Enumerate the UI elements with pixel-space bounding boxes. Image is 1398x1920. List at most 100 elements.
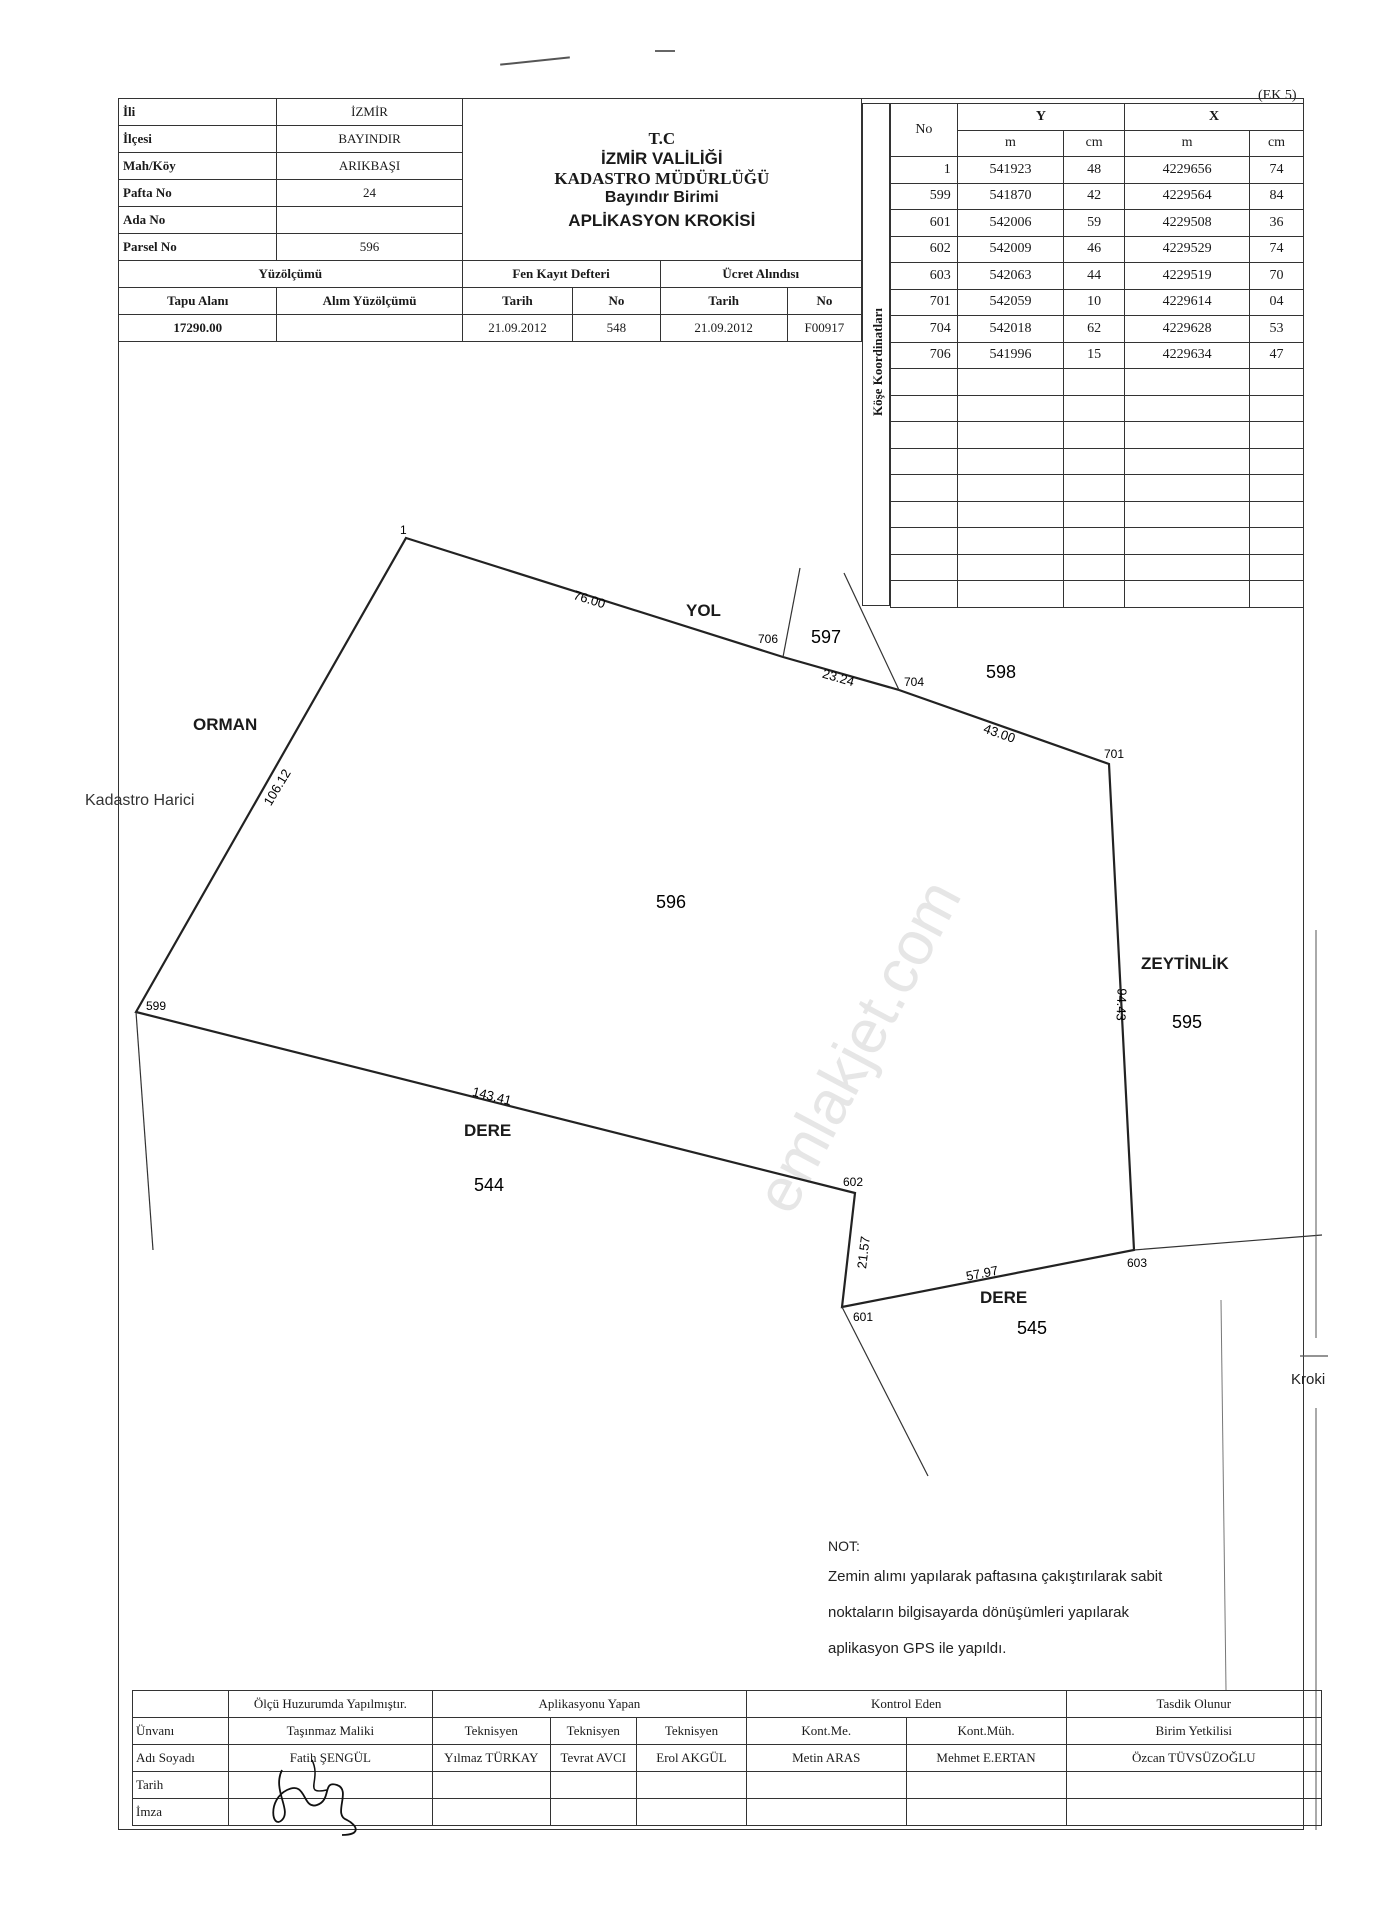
- org-block: T.C İZMİR VALİLİĞİ KADASTRO MÜDÜRLÜĞÜ Ba…: [461, 98, 863, 261]
- boundary-line: [135, 1011, 154, 1251]
- yuzolcumu-header: Yüzölçümü: [118, 260, 463, 288]
- coord-x-m-value: 4229508: [1124, 209, 1251, 237]
- coord-x-cm-value: 53: [1249, 315, 1304, 343]
- row-tarih: Tarih: [132, 1771, 229, 1799]
- fen-no-value: 548: [572, 314, 661, 342]
- scan-mark: [655, 50, 675, 52]
- coord-point-no: 706: [890, 341, 958, 369]
- point-704: 704: [904, 675, 924, 689]
- coords-side-box: Köşe Koordinatları: [862, 103, 890, 606]
- coord-point-no: 602: [890, 235, 958, 263]
- label-ilce: İlçesi: [117, 125, 278, 153]
- coord-point-no: 701: [890, 288, 958, 316]
- ucret-no-value: F00917: [786, 314, 863, 342]
- corner-cell: [132, 1690, 229, 1718]
- label-dere-1: DERE: [464, 1121, 512, 1140]
- coord-y-m-value: 541923: [956, 156, 1065, 184]
- org-mudurluk: KADASTRO MÜDÜRLÜĞÜ: [554, 168, 770, 188]
- title-birim-yetkilisi: Birim Yetkilisi: [1065, 1717, 1322, 1745]
- coord-x-cm-value: 74: [1249, 156, 1304, 184]
- parcel-outline: [134, 536, 1136, 1309]
- name-kontme: Metin ARAS: [745, 1744, 907, 1772]
- coord-y-m-value: 542018: [956, 315, 1065, 343]
- name-malik: Fatih ŞENGÜL: [227, 1744, 433, 1772]
- coord-y-cm-value: 42: [1063, 182, 1126, 210]
- name-teknisyen-1: Yılmaz TÜRKAY: [431, 1744, 551, 1772]
- title-kontmuh: Kont.Müh.: [905, 1717, 1067, 1745]
- point-601: 601: [853, 1310, 873, 1324]
- neighbor-545: 545: [1017, 1318, 1047, 1338]
- title-teknisyen-1: Teknisyen: [431, 1717, 551, 1745]
- neighbor-598: 598: [986, 662, 1016, 682]
- boundary-line: [843, 572, 900, 691]
- coord-x-header: X: [1124, 103, 1304, 131]
- coord-y-m: m: [956, 129, 1065, 157]
- name-teknisyen-2: Tevrat AVCI: [549, 1744, 638, 1772]
- coord-x-cm-value: 84: [1249, 182, 1304, 210]
- ek-label: (EK 5): [1258, 88, 1297, 103]
- org-krokisi: APLİKASYON KROKİSİ: [568, 210, 756, 230]
- point-603: 603: [1127, 1256, 1147, 1270]
- label-ada: Ada No: [117, 206, 278, 234]
- value-il: İZMİR: [276, 98, 463, 126]
- coord-y-cm-value: 48: [1063, 156, 1126, 184]
- ucret-tarih-value: 21.09.2012: [659, 314, 788, 342]
- distance-602-601: 21.57: [854, 1235, 873, 1269]
- coord-y-m-value: 542063: [956, 262, 1065, 290]
- note-title: NOT:: [828, 1538, 860, 1554]
- kadastro-harici-label: Kadastro Harici: [85, 792, 194, 809]
- coord-x-cm-value: 04: [1249, 288, 1304, 316]
- coord-x-m: m: [1124, 129, 1251, 157]
- coord-point-no: 601: [890, 209, 958, 237]
- coord-x-cm: cm: [1249, 129, 1304, 157]
- label-orman: ORMAN: [193, 715, 258, 734]
- coord-y-cm-value: 10: [1063, 288, 1126, 316]
- point-602: 602: [843, 1175, 863, 1189]
- title-teknisyen-2: Teknisyen: [549, 1717, 638, 1745]
- document-frame: [118, 98, 1304, 1830]
- group-tasdik: Tasdik Olunur: [1065, 1690, 1322, 1718]
- distance-1-599: 106.12: [260, 766, 293, 808]
- distance-704-701: 43.00: [982, 721, 1018, 746]
- coord-y-m-value: 541996: [956, 341, 1065, 369]
- distance-601-603: 57.97: [965, 1263, 1000, 1284]
- point-1: 1: [400, 523, 407, 537]
- row-unvani: Ünvanı: [132, 1717, 229, 1745]
- note-block: NOT: Zemin alımı yapılarak paftasına çak…: [828, 1538, 1162, 1657]
- alim-yuzolcumu-value: [276, 314, 463, 342]
- label-zeytinlik: ZEYTİNLİK: [1141, 954, 1229, 973]
- value-parsel: 596: [276, 233, 463, 261]
- value-ada: [276, 206, 463, 234]
- note-line: aplikasyon GPS ile yapıldı.: [828, 1640, 1007, 1657]
- note-line: noktaların bilgisayarda dönüşümleri yapı…: [828, 1604, 1129, 1621]
- name-teknisyen-3: Erol AKGÜL: [636, 1744, 747, 1772]
- parcel-info-table: İli İZMİR T.C İZMİR VALİLİĞİ KADASTRO MÜ…: [117, 98, 863, 342]
- watermark: emlakjet.com: [742, 869, 974, 1224]
- title-malik: Taşınmaz Maliki: [227, 1717, 433, 1745]
- tapu-alani-value: 17290.00: [117, 314, 278, 342]
- distance-599-602: 143.41: [471, 1084, 513, 1108]
- point-706: 706: [758, 632, 778, 646]
- fen-tarih-value: 21.09.2012: [461, 314, 574, 342]
- parcel-number: 596: [656, 892, 686, 912]
- coord-x-m-value: 4229628: [1124, 315, 1251, 343]
- point-701: 701: [1104, 747, 1124, 761]
- coord-row: [890, 580, 1304, 608]
- ucret-tarih-header: Tarih: [659, 287, 788, 315]
- neighbor-595: 595: [1172, 1012, 1202, 1032]
- coord-y-cm-value: 59: [1063, 209, 1126, 237]
- org-tc: T.C: [648, 128, 676, 148]
- point-599: 599: [146, 999, 166, 1013]
- coord-y-m-value: 541870: [956, 182, 1065, 210]
- coord-y-cm: cm: [1063, 129, 1126, 157]
- boundary-line: [1220, 1299, 1227, 1691]
